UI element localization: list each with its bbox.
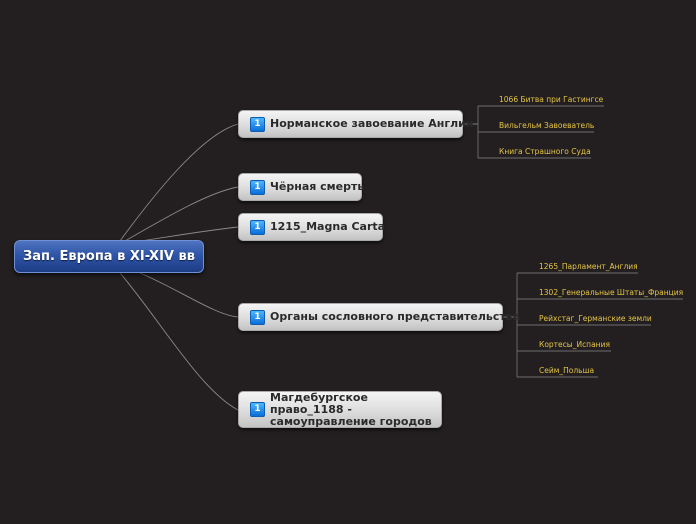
topic-label: 1215_Magna Carta: [270, 220, 386, 233]
subtopic-reichstag[interactable]: Рейхстаг_Германские земли: [539, 314, 652, 323]
subtopic-cortes-spain[interactable]: Кортесы_Испания: [539, 340, 610, 349]
priority-1-icon: 1: [250, 309, 265, 325]
topic-black-death[interactable]: 1 Чёрная смерть: [238, 173, 365, 201]
priority-1-icon: 1: [250, 402, 265, 417]
priority-1-icon: 1: [250, 219, 265, 235]
priority-1-icon: 1: [250, 179, 265, 195]
topic-magdeburg-law[interactable]: 1 Магдебургское право_1188 - самоуправле…: [238, 391, 442, 428]
topic-label: Магдебургское право_1188 - самоуправлени…: [270, 390, 432, 428]
subtopic-domesday-book[interactable]: Книга Страшного Суда: [499, 147, 591, 156]
subtopic-hastings[interactable]: 1066 Битва при Гастингсе: [499, 95, 604, 104]
connector-root-topic-2: [124, 186, 239, 242]
subtopic-parliament-england[interactable]: 1265_Парламент_Англия: [539, 262, 638, 271]
topic-magna-carta[interactable]: 1 1215_Magna Carta: [238, 213, 386, 241]
subtopic-sejm-poland[interactable]: Сейм_Польша: [539, 366, 595, 375]
central-topic-label: Зап. Европа в XI-XIV вв: [23, 249, 195, 264]
topic-label: Чёрная смерть: [270, 180, 365, 193]
topic-estate-representation[interactable]: 1 Органы сословного представительства: [238, 303, 520, 331]
topic-label: Органы сословного представительства: [270, 310, 521, 323]
subtopic-william[interactable]: Вильгельм Завоеватель: [499, 121, 595, 130]
connector-root-topic-1: [119, 123, 239, 242]
connector-root-topic-4: [139, 272, 239, 318]
connector-root-topic-5: [119, 272, 239, 411]
subtopic-estates-general-france[interactable]: 1302_Генеральные Штаты_Франция: [539, 288, 684, 297]
central-topic[interactable]: Зап. Европа в XI-XIV вв: [14, 240, 204, 273]
priority-1-icon: 1: [250, 116, 265, 132]
topic-label: Норманское завоевание Англии: [270, 117, 474, 130]
topic-norman-conquest[interactable]: 1 Норманское завоевание Англии: [238, 110, 474, 138]
connector-root-topic-3: [139, 226, 239, 242]
